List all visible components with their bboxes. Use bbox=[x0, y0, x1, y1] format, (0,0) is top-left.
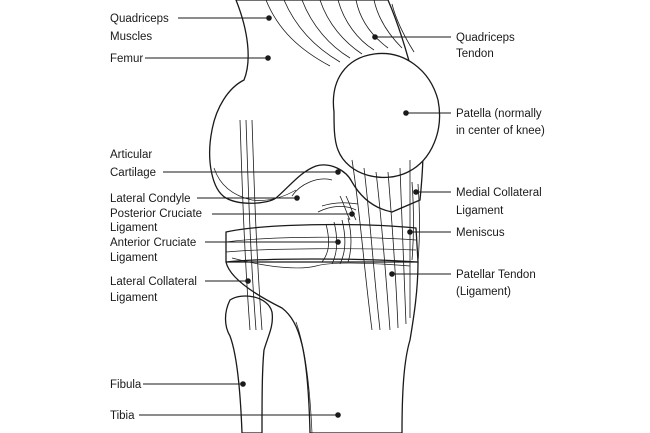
lateral-collateral-fibers bbox=[239, 119, 263, 331]
label-articular-cartilage: Articular Cartilage bbox=[110, 149, 341, 179]
label-lateral-condyle-text: Lateral Condyle bbox=[110, 193, 191, 205]
pointer-articular-cartilage bbox=[335, 169, 341, 175]
label-posterior-cruciate-text: Posterior Cruciate Ligament bbox=[110, 208, 205, 234]
label-quadriceps-muscles-text: Quadriceps Muscles bbox=[110, 13, 172, 43]
label-patella: Patella (normally in center of knee) bbox=[403, 108, 545, 137]
label-lateral-collateral-text: Lateral Collateral Ligament bbox=[110, 276, 200, 304]
pointer-patellar-tendon bbox=[389, 271, 395, 277]
pointer-posterior-cruciate bbox=[349, 211, 355, 217]
label-medial-collateral-text: Medial Collateral Ligament bbox=[456, 187, 545, 217]
label-femur-text: Femur bbox=[110, 53, 143, 65]
label-fibula: Fibula bbox=[110, 379, 246, 391]
label-lateral-collateral: Lateral Collateral Ligament bbox=[110, 276, 251, 304]
fibula-bone bbox=[224, 295, 274, 433]
pointer-femur bbox=[265, 55, 271, 61]
label-anterior-cruciate: Anterior Cruciate Ligament bbox=[110, 237, 341, 264]
label-posterior-cruciate: Posterior Cruciate Ligament bbox=[110, 208, 355, 234]
label-quadriceps-tendon-text: Quadriceps Tendon bbox=[456, 32, 518, 60]
anterior-cruciate-fibers bbox=[321, 217, 352, 265]
pointer-medial-collateral bbox=[413, 189, 419, 195]
label-tibia-text: Tibia bbox=[110, 410, 135, 422]
meniscus-line-2 bbox=[225, 248, 417, 253]
pointer-lateral-collateral bbox=[245, 278, 251, 284]
meniscus-shape bbox=[225, 223, 419, 263]
pointer-tibia bbox=[335, 412, 341, 418]
pointer-meniscus bbox=[407, 229, 413, 235]
label-quadriceps-tendon: Quadriceps Tendon bbox=[372, 32, 518, 60]
label-medial-collateral: Medial Collateral Ligament bbox=[413, 187, 545, 217]
patellar-tendon-fibers bbox=[351, 159, 411, 331]
pointer-lateral-condyle bbox=[294, 195, 300, 201]
label-articular-cartilage-text: Articular Cartilage bbox=[110, 149, 156, 179]
label-meniscus: Meniscus bbox=[407, 227, 505, 239]
meniscus-line-1 bbox=[225, 236, 417, 243]
pointer-quadriceps-tendon bbox=[372, 34, 378, 40]
label-patellar-tendon-text: Patellar Tendon (Ligament) bbox=[456, 269, 539, 298]
pointer-fibula bbox=[240, 381, 246, 387]
label-patellar-tendon: Patellar Tendon (Ligament) bbox=[389, 269, 539, 298]
pointer-anterior-cruciate bbox=[335, 239, 341, 245]
posterior-cruciate-fibers bbox=[317, 195, 359, 221]
patella-bone bbox=[332, 52, 441, 179]
pointer-quadriceps-muscles bbox=[266, 15, 272, 21]
pointer-patella bbox=[403, 110, 409, 116]
label-lateral-condyle: Lateral Condyle bbox=[110, 193, 300, 205]
tibia-bone bbox=[225, 261, 419, 433]
plateau-surface bbox=[231, 257, 411, 269]
label-quadriceps-muscles: Quadriceps Muscles bbox=[110, 13, 272, 43]
knee-illustration bbox=[209, 0, 441, 433]
label-meniscus-text: Meniscus bbox=[456, 227, 505, 239]
articular-cartilage-edge bbox=[213, 167, 297, 201]
label-patella-text: Patella (normally in center of knee) bbox=[456, 108, 545, 137]
label-anterior-cruciate-text: Anterior Cruciate Ligament bbox=[110, 237, 200, 264]
label-fibula-text: Fibula bbox=[110, 379, 142, 391]
label-tibia: Tibia bbox=[110, 410, 341, 422]
femur-notch-line bbox=[291, 178, 333, 197]
tibia-shaft-line bbox=[295, 321, 313, 433]
label-femur: Femur bbox=[110, 53, 271, 65]
quadriceps-fibers bbox=[265, 0, 415, 67]
